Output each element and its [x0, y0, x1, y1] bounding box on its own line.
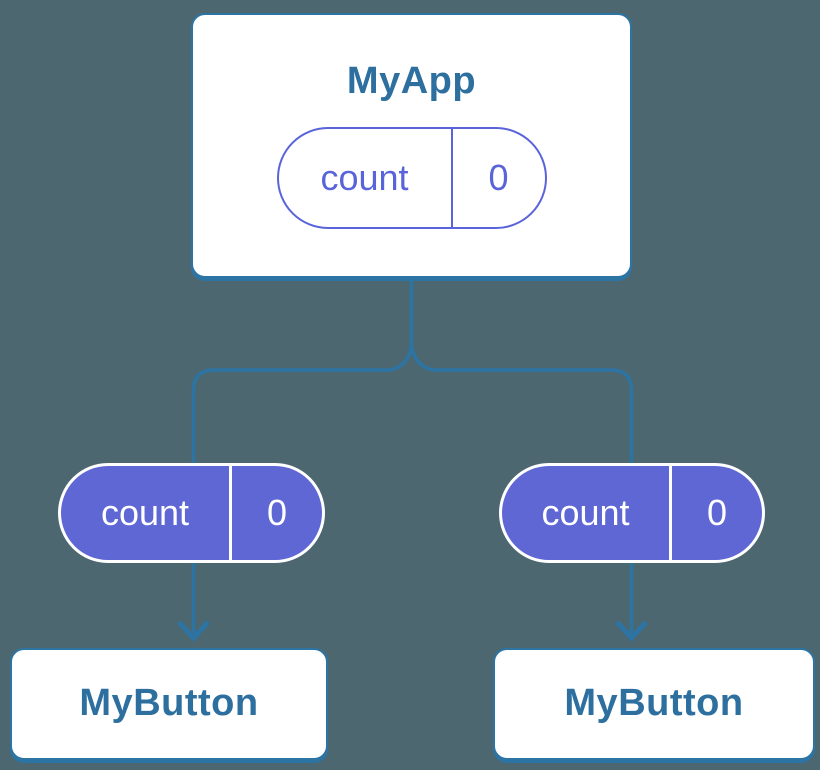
state-pill-value: 0	[450, 128, 545, 227]
connector-branch-right	[409, 342, 634, 633]
prop-pill-name: count	[541, 492, 630, 533]
prop-pill-right: count 0	[499, 463, 765, 563]
node-mybutton-left: MyButton	[10, 648, 328, 760]
arrowhead-right-icon	[615, 620, 648, 642]
prop-pill-value: 0	[229, 466, 322, 560]
prop-pill-value: 0	[669, 466, 762, 560]
connector-branch-left	[191, 280, 414, 633]
state-pill-name: count	[320, 156, 409, 198]
node-mybutton-title: MyButton	[564, 682, 744, 725]
node-mybutton-right: MyButton	[493, 648, 815, 760]
arrowhead-left-icon	[177, 620, 210, 642]
node-mybutton-title: MyButton	[79, 682, 259, 725]
prop-pill-left: count 0	[58, 463, 325, 563]
node-myapp: MyApp count 0	[191, 13, 632, 278]
myapp-state-pill: count 0	[276, 126, 547, 229]
node-myapp-title: MyApp	[346, 60, 477, 102]
prop-pill-name: count	[100, 492, 190, 533]
